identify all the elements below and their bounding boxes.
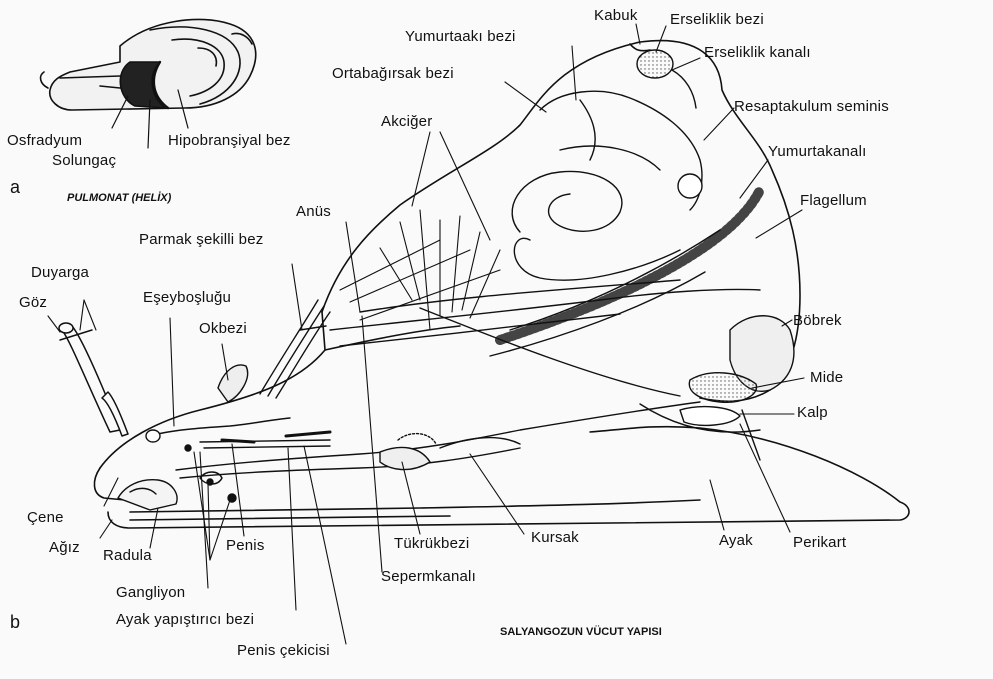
- label-okbezi: Okbezi: [199, 321, 247, 336]
- label-cene: Çene: [27, 510, 64, 525]
- label-akciger: Akciğer: [381, 114, 432, 129]
- label-sepermkanali: Sepermkanalı: [381, 569, 476, 584]
- label-hipobransiyal-bez: Hipobranşiyal bez: [168, 133, 291, 148]
- label-agiz: Ağız: [49, 540, 80, 555]
- label-kalp: Kalp: [797, 405, 828, 420]
- label-flagellum: Flagellum: [800, 193, 867, 208]
- label-solungac: Solungaç: [52, 153, 116, 168]
- label-gangliyon: Gangliyon: [116, 585, 185, 600]
- tentacles: [59, 323, 128, 436]
- label-resaptakulum-seminis: Resaptakulum seminis: [734, 99, 889, 114]
- label-tukrukbezi: Tükrükbezi: [394, 536, 469, 551]
- label-osfradyum: Osfradyum: [7, 133, 82, 148]
- label-erseliklik-kanali: Erseliklik kanalı: [704, 45, 811, 60]
- internal-organs: [118, 50, 794, 510]
- label-perikart: Perikart: [793, 535, 846, 550]
- label-yumurtaaki-bezi: Yumurtaakı bezi: [405, 29, 516, 44]
- label-erseliklik-bezi: Erseliklik bezi: [670, 12, 764, 27]
- label-ortabagirsak-bezi: Ortabağırsak bezi: [332, 66, 454, 81]
- label-kabuk: Kabuk: [594, 8, 638, 23]
- label-anus: Anüs: [296, 204, 331, 219]
- label-kursak: Kursak: [531, 530, 579, 545]
- label-goz: Göz: [19, 295, 47, 310]
- label-mide: Mide: [810, 370, 843, 385]
- label-parmak-sekilli-bez: Parmak şekilli bez: [139, 232, 263, 247]
- panel-a-caption: PULMONAT (HELİX): [67, 193, 171, 204]
- label-bobrek: Böbrek: [793, 313, 842, 328]
- label-yumurtakanali: Yumurtakanalı: [768, 144, 867, 159]
- label-eseyboslugu: Eşeyboşluğu: [143, 290, 231, 305]
- panel-a-shell-drawing: [41, 19, 256, 110]
- label-duyarga: Duyarga: [31, 265, 89, 280]
- panel-a-letter: a: [10, 178, 20, 196]
- label-ayak-yapistirici-bezi: Ayak yapıştırıcı bezi: [116, 612, 254, 627]
- label-radula: Radula: [103, 548, 152, 563]
- panel-b-caption: SALYANGOZUN VÜCUT YAPISI: [500, 627, 662, 638]
- label-penis: Penis: [226, 538, 265, 553]
- label-ayak: Ayak: [719, 533, 753, 548]
- label-penis-cekicisi: Penis çekicisi: [237, 643, 330, 658]
- panel-b-letter: b: [10, 613, 20, 631]
